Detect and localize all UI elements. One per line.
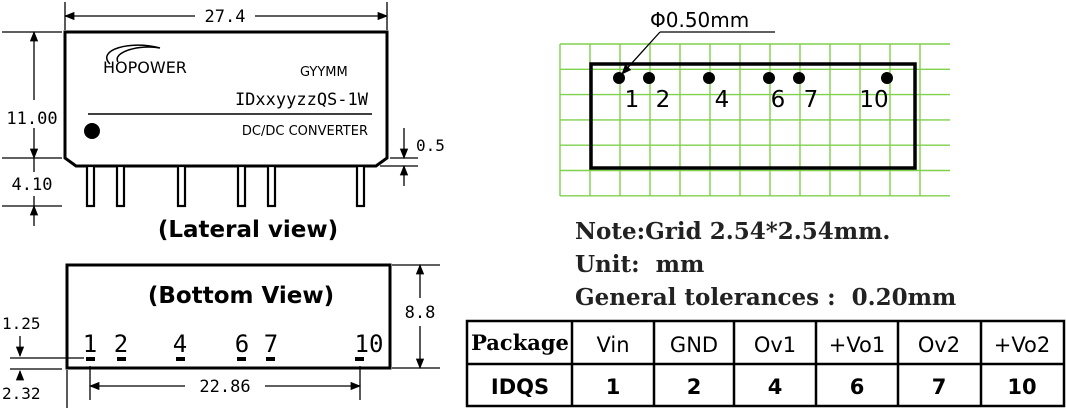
date-code: GYYMM [300,65,348,80]
table-cell: 4 [768,375,783,399]
lateral-pin-length-label: 4.10 [12,175,53,195]
bottom-span-label: 22.86 [199,377,250,397]
logo-swoosh-icon [106,44,161,65]
bottom-view: (Bottom View) 1 2 4 6 7 10 8.8 1.25 2 [2,263,440,408]
footprint-pin-label: 7 [804,87,819,113]
product-text: DC/DC CONVERTER [242,124,368,139]
pin1-marker-dot [84,123,100,139]
bottom-pin-label: 4 [173,330,187,358]
footprint-pin-labels: 1 2 4 6 7 10 [625,87,889,113]
table-header: Ov1 [754,333,796,357]
bottom-pin-offset-label: 1.25 [2,314,41,333]
note-grid: Note:Grid 2.54*2.54mm. [575,218,890,245]
table-cell: 10 [1007,375,1036,399]
bottom-caption: (Bottom View) [148,283,334,309]
logo-text: HOPOWER [103,58,187,77]
table-cell: 1 [606,375,621,399]
table-header: GND [670,333,718,357]
footprint-pin-label: 10 [859,87,888,113]
module-body [63,30,389,168]
footprint-holes [613,72,893,84]
table-cell: 6 [850,375,865,399]
footprint-outline [589,62,917,170]
table-header: Ov2 [918,333,960,357]
note-tolerance: General tolerances : 0.20mm [575,284,956,311]
note-unit: Unit: mm [575,251,704,278]
lateral-width-label: 27.4 [205,7,246,27]
bottom-pin-label: 1 [83,330,97,358]
lateral-height-label: 11.00 [6,109,57,129]
bottom-pin-label: 7 [264,330,278,358]
lateral-standoff-label: 0.5 [416,136,445,155]
bottom-edge-offset-label: 2.32 [2,384,41,403]
pcb-footprint-grid: Φ0.50mm 1 2 4 6 7 10 [559,8,950,197]
table-header: +Vo2 [994,333,1051,357]
bottom-pin-pads [86,357,364,361]
hole-diameter-label: Φ0.50mm [650,8,749,32]
table-header: +Vo1 [829,333,886,357]
lateral-pins [85,164,366,208]
model-number: IDxxyyzzQS-1W [235,90,369,110]
table-cell: 2 [687,375,702,399]
lateral-caption: (Lateral view) [158,217,338,243]
bottom-pin-label: 2 [114,330,128,358]
bottom-pin-label: 6 [235,330,249,358]
table-header: Vin [596,333,629,357]
footprint-pin-label: 6 [771,87,786,113]
table-header: Package [471,330,569,355]
table-cell: 7 [932,375,947,399]
footprint-pin-label: 4 [715,87,730,113]
bottom-outline [65,263,392,370]
pinout-table: Package Vin GND Ov1 +Vo1 Ov2 +Vo2 IDQS 1… [465,319,1066,408]
footprint-pin-label: 2 [656,87,671,113]
lateral-view: 27.4 HOPOWER GYYMM IDxxyyzzQS-1W DC/DC C… [2,2,445,243]
table-cell: IDQS [491,375,549,399]
notes: Note:Grid 2.54*2.54mm. Unit: mm General … [575,218,956,311]
footprint-pin-label: 1 [625,87,640,113]
bottom-pin-labels: 1 2 4 6 7 10 [83,330,384,358]
bottom-pin-label: 10 [355,330,384,358]
bottom-height-label: 8.8 [405,303,436,323]
